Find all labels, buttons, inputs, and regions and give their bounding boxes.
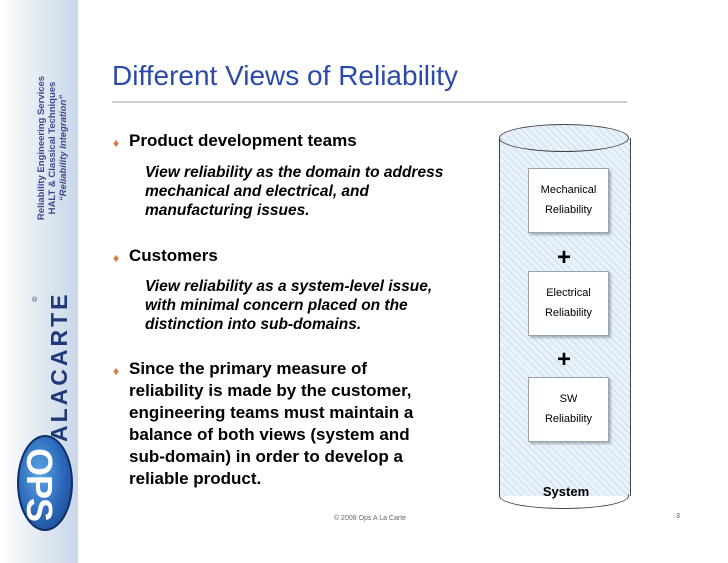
system-label: System	[542, 484, 590, 499]
brand-name: ALACARTE	[46, 291, 72, 443]
subtext-line: View reliability as a system-level issue…	[145, 278, 433, 295]
subtext-line: with minimal concern placed on the	[145, 297, 408, 314]
logo-text: OPS	[19, 448, 60, 522]
subtext-line: distinction into sub-domains.	[145, 316, 362, 333]
page-number: 3	[676, 513, 680, 520]
brand-tagline: Reliability Engineering Services HALT & …	[36, 28, 69, 268]
sw-reliability-box: SW Reliability	[528, 377, 609, 442]
tagline-line: HALT & Classical Techniques	[47, 81, 58, 215]
paragraph-line: sub-domain) in order to develop a	[129, 447, 403, 466]
paragraph-line: balance of both views (system and	[129, 425, 410, 444]
diamond-bullet-icon: ♦	[113, 136, 120, 150]
copyright-footer: © 2008 Ops A La Carte	[333, 515, 407, 522]
bullet-subtext: View reliability as the domain to addres…	[145, 163, 443, 220]
paragraph-line: reliability is made by the customer,	[129, 381, 412, 400]
subtext-line: mechanical and electrical, and	[145, 183, 369, 200]
box-label: Reliability	[544, 204, 593, 216]
subtext-line: View reliability as the domain to addres…	[145, 164, 444, 181]
diamond-bullet-icon: ♦	[113, 251, 120, 265]
box-label: Reliability	[544, 413, 593, 425]
registered-mark: ®	[32, 297, 38, 304]
box-label: Mechanical	[540, 184, 597, 196]
paragraph-line: Since the primary measure of	[129, 359, 368, 378]
plus-sign: +	[556, 346, 571, 373]
bullet-heading: Customers	[129, 246, 218, 265]
brand-sidebar: Reliability Engineering Services HALT & …	[0, 0, 78, 563]
tagline-line: Reliability Engineering Services	[36, 75, 47, 221]
paragraph-line: reliable product.	[129, 469, 262, 488]
box-label: SW	[559, 393, 578, 405]
tagline-line: “Reliability Integration”	[58, 94, 69, 202]
bullet-heading: Product development teams	[129, 131, 357, 150]
bullet-subtext: View reliability as a system-level issue…	[145, 277, 432, 334]
diamond-bullet-icon: ♦	[113, 364, 120, 378]
system-cylinder-cover	[500, 483, 628, 496]
box-label: Reliability	[544, 307, 593, 319]
slide-title: Different Views of Reliability	[112, 60, 459, 91]
title-divider	[112, 101, 627, 103]
electrical-reliability-box: Electrical Reliability	[528, 271, 609, 336]
system-cylinder-top	[499, 124, 629, 152]
plus-sign: +	[556, 244, 571, 271]
mechanical-reliability-box: Mechanical Reliability	[528, 168, 609, 233]
ops-logo	[17, 435, 73, 531]
subtext-line: manufacturing issues.	[145, 202, 310, 219]
paragraph-line: engineering teams must maintain a	[129, 403, 414, 422]
box-label: Electrical	[546, 287, 591, 299]
bullet-paragraph: Since the primary measure of reliability…	[129, 358, 413, 490]
system-cylinder-bottom	[499, 483, 629, 509]
